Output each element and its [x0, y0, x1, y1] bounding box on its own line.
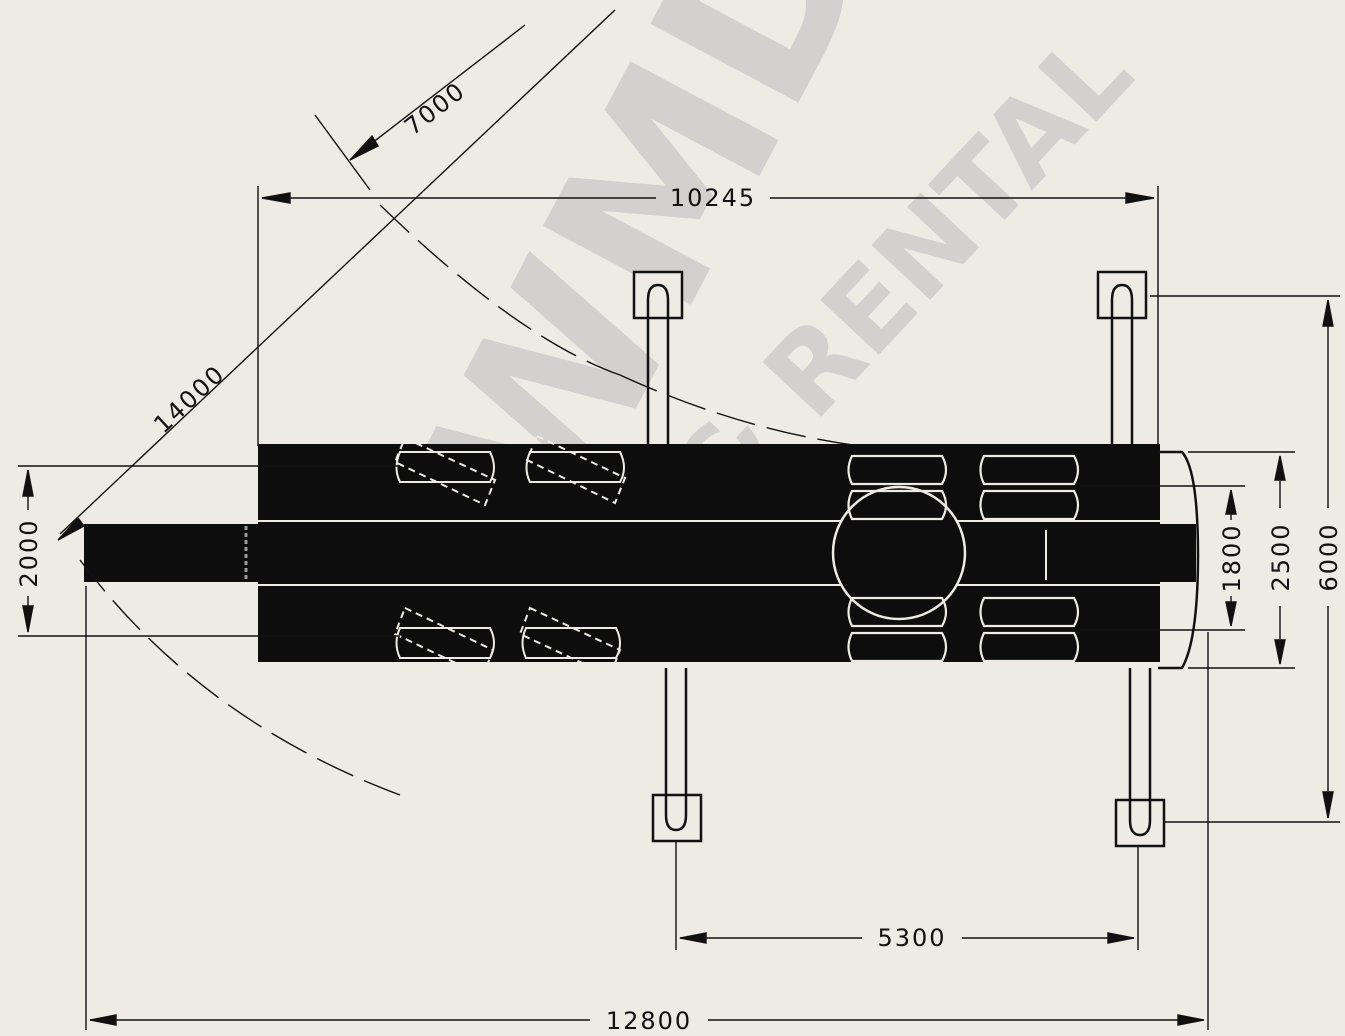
dim-outrigger-base-label: 5300 — [877, 924, 946, 952]
dim-outrigger-span-label: 6000 — [1315, 522, 1343, 591]
dim-boom-reach-label: 14000 — [148, 359, 230, 438]
boom — [84, 524, 1196, 582]
boom-swing-geometry — [59, 9, 861, 796]
rear-wheels — [847, 454, 1080, 663]
outrigger-front-left — [632, 270, 684, 445]
dim-overall-width-label: 2500 — [1267, 522, 1295, 591]
dimension-lines — [18, 24, 1340, 1030]
dim-boom-radius-inner-label: 7000 — [399, 76, 471, 141]
dim-front-overhang-label: 2000 — [15, 518, 43, 587]
dim-overall-length-label: 10245 — [670, 184, 756, 212]
dim-track-width-label: 1800 — [1218, 523, 1246, 592]
outriggers — [632, 270, 1166, 848]
cab-front — [1158, 450, 1200, 670]
front-wheels — [393, 434, 627, 678]
chassis — [84, 444, 1200, 670]
outrigger-rear-right — [1114, 668, 1166, 848]
outrigger-front-right — [651, 668, 703, 843]
outrigger-rear-left — [1096, 270, 1148, 445]
dim-total-length-label: 12800 — [606, 1007, 692, 1035]
